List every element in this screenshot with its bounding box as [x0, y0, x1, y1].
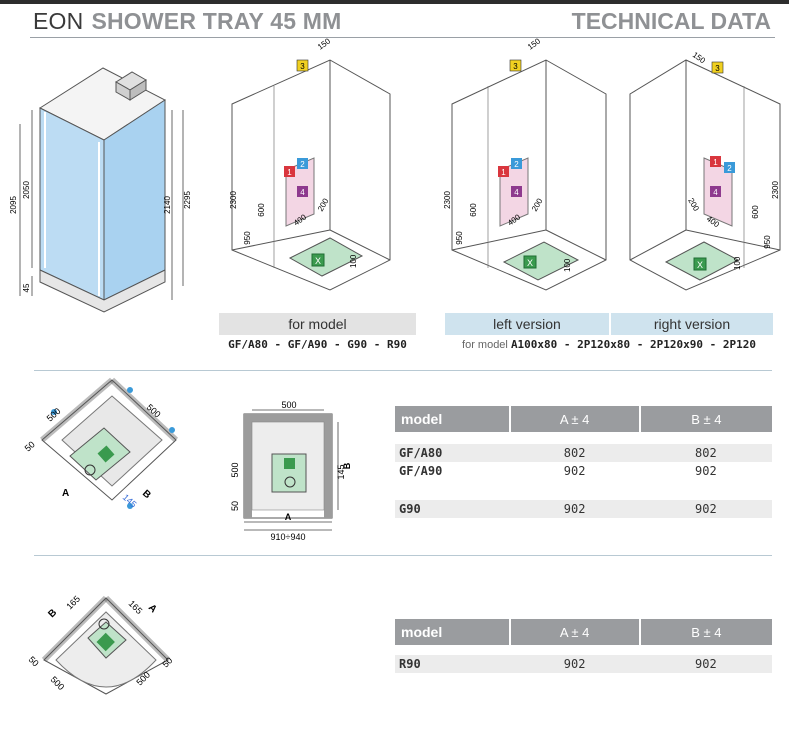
section-title: TECHNICAL DATA	[571, 8, 771, 34]
svg-text:1: 1	[501, 168, 506, 177]
top-bar	[0, 0, 789, 4]
table-row: G90 902 902	[395, 500, 772, 518]
svg-text:B: B	[46, 607, 59, 620]
svg-text:3: 3	[715, 64, 720, 73]
svg-text:500: 500	[230, 462, 240, 477]
section-divider-2	[34, 555, 772, 556]
for-model-list: GF/A80 - GF/A90 - G90 - R90	[228, 338, 407, 351]
product-subtitle: SHOWER TRAY 45 MM	[91, 8, 342, 34]
brand-name: EON	[33, 8, 84, 34]
svg-text:2300: 2300	[229, 191, 238, 209]
svg-text:4: 4	[713, 188, 718, 197]
svg-text:2: 2	[514, 160, 519, 169]
installation-plan-right: X 1 2 4 3 150 2300 950 600 400 200 100	[629, 50, 781, 291]
svg-text:145: 145	[336, 464, 346, 479]
dim-45: 45	[22, 283, 31, 292]
svg-text:600: 600	[469, 203, 478, 217]
svg-text:100: 100	[349, 254, 358, 268]
header-rule	[30, 37, 775, 38]
svg-text:X: X	[527, 258, 533, 268]
dim-2140: 2140	[163, 196, 172, 214]
svg-text:950: 950	[243, 231, 252, 245]
svg-text:500: 500	[49, 674, 67, 692]
installation-plan-left: X 1 2 4 3 150 2300 950 600 400 200 100	[443, 36, 607, 291]
svg-text:4: 4	[300, 188, 305, 197]
col-model: model	[395, 406, 510, 432]
svg-text:910÷940: 910÷940	[271, 532, 306, 542]
dim-2050: 2050	[22, 181, 31, 199]
drain-marker	[311, 253, 325, 267]
section-divider-1	[34, 370, 772, 371]
svg-text:1: 1	[287, 168, 292, 177]
dim-2095: 2095	[9, 196, 18, 214]
right-version-caption: right version	[611, 313, 773, 335]
svg-text:A: A	[285, 512, 292, 522]
svg-text:200: 200	[686, 197, 701, 214]
dimensions-table-quadrant: model A ± 4 B ± 4 R90 902 902	[395, 619, 772, 673]
cabin-illustration: 2095 2050 45 2140 2295	[9, 67, 192, 313]
svg-text:165: 165	[64, 594, 82, 612]
tray-plan-square: 500 500 50 145 A B 910÷940	[230, 400, 352, 542]
svg-text:145: 145	[121, 492, 139, 509]
svg-text:50: 50	[230, 501, 240, 511]
table-row: GF/A90 902 902	[399, 464, 717, 478]
svg-text:50: 50	[27, 654, 41, 668]
page-title: EON SHOWER TRAY 45 MM	[33, 8, 342, 35]
svg-text:2: 2	[727, 164, 732, 173]
svg-text:B: B	[342, 462, 352, 469]
dim-2295: 2295	[183, 191, 192, 209]
versions-model-list: for model A100x80 - 2P120x80 - 2P120x90 …	[462, 338, 756, 351]
svg-text:3: 3	[300, 62, 305, 71]
svg-text:X: X	[315, 256, 321, 266]
svg-text:100: 100	[563, 258, 572, 272]
svg-text:200: 200	[530, 196, 545, 213]
svg-text:4: 4	[514, 188, 519, 197]
svg-text:600: 600	[751, 205, 760, 219]
dimensions-table-square: model A ± 4 B ± 4 GF/A80 802 802 GF/A90 …	[395, 406, 772, 518]
col-a: A ± 4	[508, 406, 640, 432]
tray-diagonal-square: 500 500 50 A 145 B	[23, 377, 179, 510]
for-model-caption: for model	[219, 313, 416, 335]
svg-text:B: B	[140, 488, 153, 501]
table-row: R90 902 902	[395, 655, 772, 673]
installation-plan-standard: X 1 2 4 3 150 2300 950 600 400 200 100	[229, 36, 391, 291]
svg-text:A: A	[146, 602, 159, 615]
svg-text:165: 165	[127, 598, 145, 616]
svg-text:150: 150	[316, 36, 333, 51]
tray-quadrant: B 165 165 A 50 500 500 50	[27, 594, 174, 695]
svg-text:3: 3	[513, 62, 518, 71]
svg-text:X: X	[697, 260, 703, 270]
col-b: B ± 4	[638, 406, 772, 432]
svg-text:50: 50	[23, 439, 37, 453]
left-version-caption: left version	[445, 313, 609, 335]
table-row: GF/A80 802 802	[395, 444, 772, 462]
svg-text:150: 150	[526, 36, 543, 51]
svg-text:2300: 2300	[771, 181, 780, 199]
svg-text:1: 1	[713, 158, 718, 167]
svg-text:600: 600	[257, 203, 266, 217]
svg-text:A: A	[62, 488, 69, 499]
svg-text:2300: 2300	[443, 191, 452, 209]
svg-text:500: 500	[281, 400, 296, 410]
svg-text:2: 2	[300, 160, 305, 169]
svg-text:950: 950	[763, 235, 772, 249]
svg-text:100: 100	[733, 256, 742, 270]
svg-text:950: 950	[455, 231, 464, 245]
svg-text:200: 200	[316, 196, 331, 213]
